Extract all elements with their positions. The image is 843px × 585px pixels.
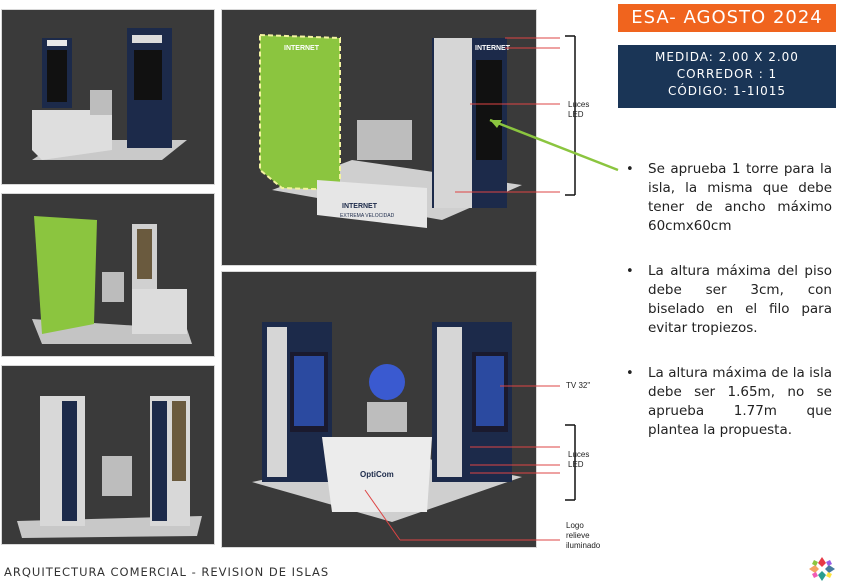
green-arrow-icon <box>489 118 619 172</box>
render-view-perspective: OptiCom <box>222 272 536 547</box>
luces-led-label-top: Luces LED <box>568 100 590 119</box>
logo-relieve-label: Logo relieve iluminado <box>566 521 601 550</box>
note-item: • La altura máxima del piso debe ser 3cm… <box>626 263 832 336</box>
spec-codigo: CÓDIGO: 1-1I015 <box>667 84 787 98</box>
render-view-side <box>2 194 214 356</box>
render-view-main: INTERNET INTERNET INTERNET EXTREMA VELOC… <box>222 10 536 265</box>
tower-label-right: INTERNET <box>475 45 511 52</box>
bullet-icon: • <box>626 264 634 279</box>
luces-led-label-bottom: Luces LED <box>568 450 590 469</box>
render-view-back <box>2 366 214 544</box>
counter-label: INTERNET <box>342 203 378 210</box>
render-view-front <box>2 10 214 184</box>
tower-label-left: INTERNET <box>284 45 320 52</box>
note-item: • La altura máxima de la isla debe ser 1… <box>626 365 832 438</box>
bullet-icon: • <box>626 366 634 381</box>
spec-corredor: CORREDOR : 1 <box>676 67 778 81</box>
counter-sublabel: EXTREMA VELOCIDAD <box>340 213 395 219</box>
footer-text: ARQUITECTURA COMERCIAL - REVISION DE ISL… <box>4 565 330 579</box>
brand-label: OptiCom <box>360 470 394 479</box>
page-title: ESA- AGOSTO 2024 <box>618 4 836 32</box>
company-logo-icon <box>809 557 835 581</box>
note-item: • Se aprueba 1 torre para la isla, la mi… <box>626 161 832 234</box>
spec-box: MEDIDA: 2.00 X 2.00 CORREDOR : 1 CÓDIGO:… <box>618 45 836 108</box>
review-notes: • Se aprueba 1 torre para la isla, la mi… <box>626 160 832 458</box>
bullet-icon: • <box>626 162 634 177</box>
tv-label: TV 32" <box>566 381 591 390</box>
spec-medida: MEDIDA: 2.00 X 2.00 <box>655 50 799 64</box>
